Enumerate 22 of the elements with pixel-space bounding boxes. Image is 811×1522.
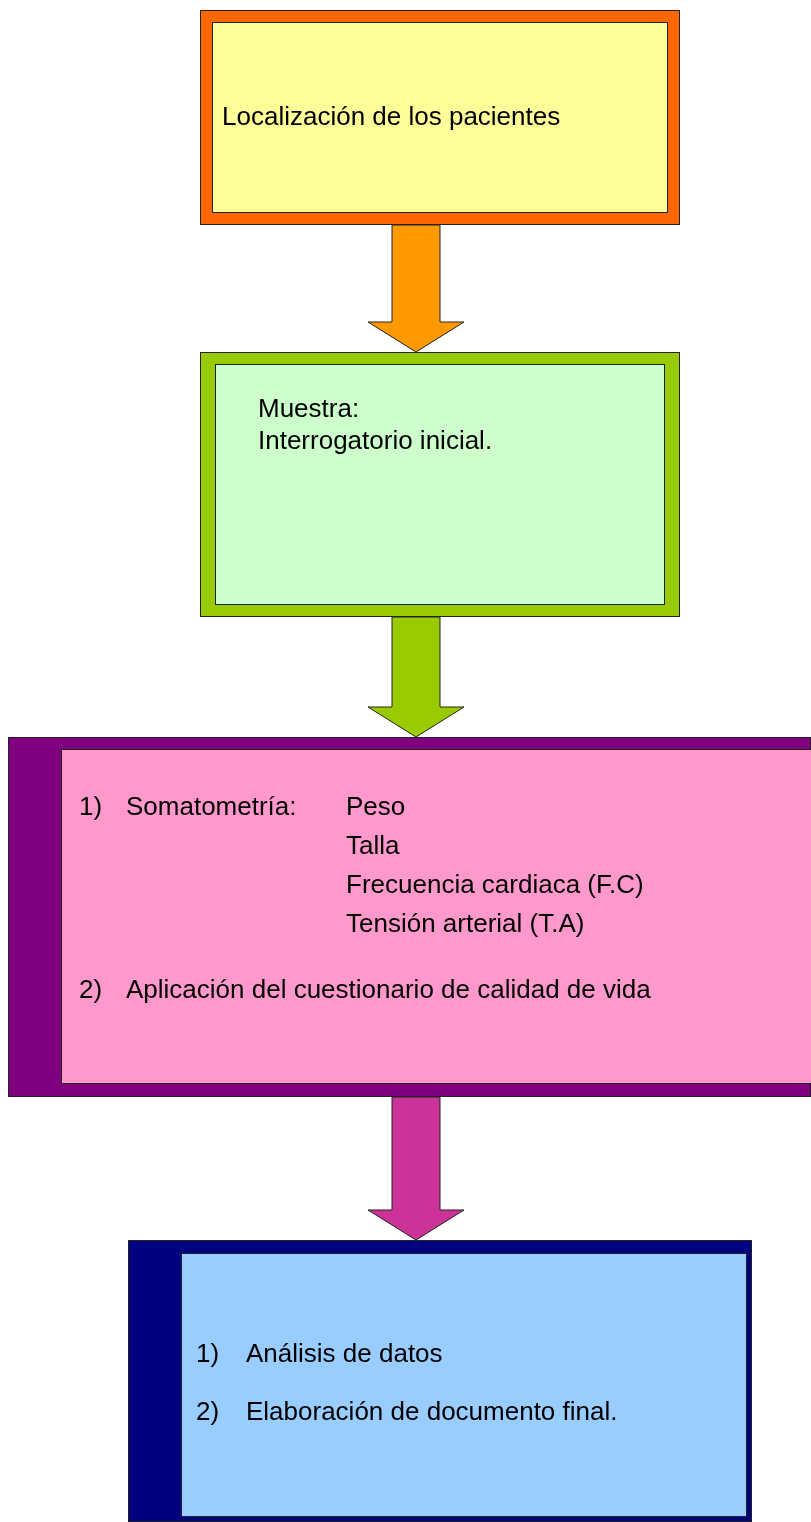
box-text: Localización de los pacientes — [222, 101, 561, 131]
box-text: Frecuencia cardiaca (F.C) — [346, 869, 644, 899]
box-text: Talla — [346, 830, 400, 860]
block-arrow — [367, 1096, 465, 1241]
process-box — [128, 1240, 752, 1522]
box-text: 1) — [196, 1338, 220, 1368]
box-text: 2) — [79, 974, 103, 1004]
block-arrow — [367, 616, 465, 738]
process-box — [200, 10, 680, 225]
box-text: 2) — [196, 1396, 220, 1426]
box-text: Aplicación del cuestionario de calidad de vida — [126, 974, 651, 1004]
block-arrow — [367, 224, 465, 353]
box-text: Tensión arterial (T.A) — [346, 908, 585, 938]
box-text: Interrogatorio inicial. — [258, 425, 493, 455]
process-box — [200, 352, 680, 617]
box-text: Peso — [346, 791, 406, 821]
box-text: Elaboración de documento final. — [246, 1396, 618, 1426]
box-text: Somatometría: — [126, 791, 297, 821]
box-text: Análisis de datos — [246, 1338, 443, 1368]
box-text: 1) — [79, 791, 103, 821]
box-text: Muestra: — [258, 393, 360, 423]
process-box — [8, 737, 811, 1097]
